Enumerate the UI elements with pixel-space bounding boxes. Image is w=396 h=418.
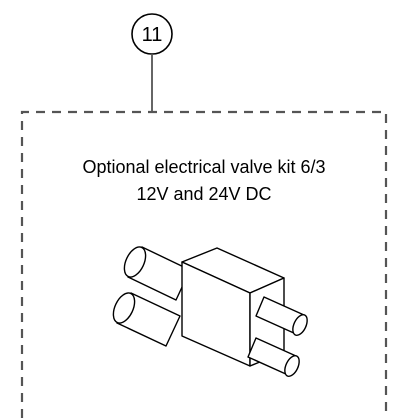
kit-boundary-box [20,110,388,418]
cylinder-upper-right-end [292,314,308,336]
callout-marker: 11 [131,13,173,55]
cylinder-lower-left-end [112,292,136,324]
cylinder-lower-right-end [284,355,300,377]
callout-number: 11 [142,24,163,46]
kit-description-line-1: Optional electrical valve kit 6/3 [82,157,325,177]
kit-description-line-2: 12V and 24V DC [136,184,271,204]
cylinder-upper-left-end [123,246,147,278]
valve-block-icon [112,246,308,377]
